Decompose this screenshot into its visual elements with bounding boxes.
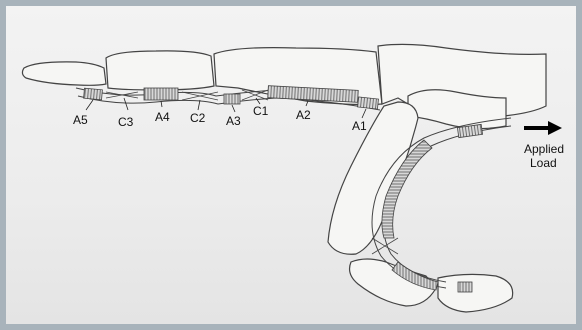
pulley-a5 — [84, 88, 103, 100]
label-a1: A1 — [352, 119, 367, 133]
applied-load-label-line2: Load — [530, 156, 557, 170]
label-a2: A2 — [296, 108, 311, 122]
label-c2: C2 — [190, 111, 206, 125]
applied-load-label-line1: Applied — [524, 142, 564, 156]
bent-distal — [438, 274, 513, 312]
finger-pulley-diagram: A5 C3 A4 C2 A3 C1 A2 A1 Applied Load — [6, 6, 582, 330]
applied-load-arrow: Applied Load — [524, 121, 564, 170]
pulley-a4 — [144, 88, 178, 100]
distal-phalanx — [22, 62, 106, 85]
pulley-labels: A5 C3 A4 C2 A3 C1 A2 A1 — [73, 104, 367, 133]
bones — [22, 44, 546, 312]
pulley-a1 — [358, 97, 379, 109]
label-c1: C1 — [253, 104, 269, 118]
middle-phalanx — [106, 51, 214, 90]
label-a4: A4 — [155, 110, 170, 124]
pulley-a3 — [224, 94, 240, 104]
label-a5: A5 — [73, 113, 88, 127]
bent-pulley-a5 — [458, 282, 472, 292]
label-c3: C3 — [118, 115, 134, 129]
label-a3: A3 — [226, 114, 241, 128]
